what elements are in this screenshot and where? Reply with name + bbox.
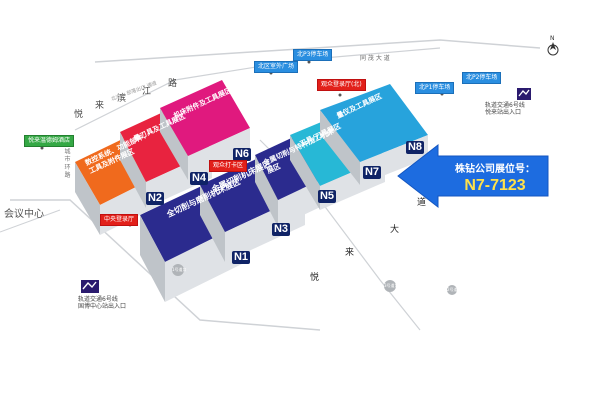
hall-n3-number: N3: [272, 223, 290, 236]
hall-n8-number: N8: [406, 141, 424, 154]
parking-p1-label[interactable]: 北P1停车场: [415, 82, 455, 94]
parking-p3-label[interactable]: 北P3停车场: [293, 49, 333, 61]
road-ring: 城 市 环 路: [63, 148, 70, 178]
metro-south-exit: 国博中心站出入口: [78, 303, 127, 310]
compass-icon: [547, 42, 559, 56]
conference-center: 会议中心: [4, 209, 44, 220]
junction-3: 3号道口: [384, 283, 399, 288]
hall-n5-number: N5: [318, 190, 336, 203]
road-yuelai-dao: 道: [417, 198, 427, 208]
road-binjiang-5: 路: [168, 79, 178, 89]
parking-p2-label[interactable]: 北P2停车场: [462, 72, 502, 84]
road-yuelai-da: 大: [390, 225, 400, 235]
hall-n4-number: N4: [190, 172, 208, 185]
hall-n6-number: N6: [233, 148, 251, 161]
metro-south-line: 轨道交通6号线: [78, 296, 118, 303]
road-binjiang-1: 悦: [74, 110, 84, 120]
booth-title: 株钻公司展位号：: [455, 164, 535, 175]
road-yuelai-yue: 悦: [310, 273, 320, 283]
metro-sign-north-icon: [517, 88, 531, 100]
junction-2: 2号道口: [447, 287, 462, 292]
hall-n6[interactable]: [160, 80, 250, 180]
junction-1: 1号道口: [172, 267, 187, 272]
north-registration-label[interactable]: 观众登录厅(北): [317, 79, 366, 91]
north-plaza-label[interactable]: 北区室外广场: [254, 61, 299, 73]
metro-sign-south-icon: [81, 280, 99, 293]
metro-north-exit: 悦来站出入口: [485, 109, 522, 116]
road-binjiang-2: 来: [95, 101, 105, 111]
central-registration-label[interactable]: 中央登录厅: [100, 214, 139, 226]
road-tongmao: 同 茂 大 道: [360, 55, 390, 62]
road-binjiang-4: 江: [142, 87, 152, 97]
road-binjiang-3: 滨: [117, 94, 127, 104]
booth-number: N7-7123: [464, 177, 526, 194]
booth-arrow[interactable]: [397, 143, 549, 209]
metro-north-line: 轨道交通6号线: [485, 102, 525, 109]
junction-markers: [172, 264, 457, 295]
hall-n1-number: N1: [232, 251, 250, 264]
hotel-label[interactable]: 悦来温德姆酒店: [24, 135, 75, 147]
hall-n7-number: N7: [363, 166, 381, 179]
compass-letter: N: [550, 35, 555, 42]
road-yuelai-lai: 来: [345, 248, 355, 258]
hall-n2-number: N2: [146, 192, 164, 205]
checkpoint-label[interactable]: 观众打卡区: [209, 160, 248, 172]
